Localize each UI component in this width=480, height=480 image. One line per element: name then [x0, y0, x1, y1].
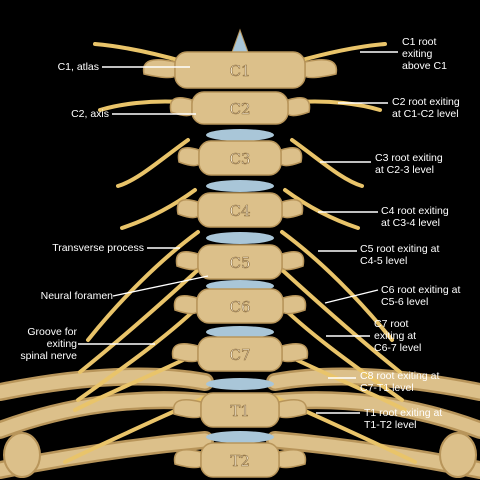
nerve-left-4 [86, 230, 200, 342]
disc-3 [206, 232, 274, 244]
disc-1 [206, 129, 274, 141]
vertebra-c3: C3 [177, 140, 303, 176]
vertebra-label-c2: C2 [229, 100, 250, 118]
vertebra-t1: T1 [172, 392, 308, 428]
label-c6-root: C6 root exiting at C5-6 level [381, 284, 461, 308]
vertebra-label-c3: C3 [229, 150, 250, 168]
label-t1-root: T1 root exiting at T1-T2 level [364, 407, 443, 431]
vertebra-label-c5: C5 [229, 254, 250, 272]
nerve-right-0 [293, 42, 387, 64]
nerve-left-3 [120, 188, 197, 230]
vertebra-c5: C5 [175, 244, 305, 280]
vertebra-t2: T2 [173, 442, 307, 478]
nerve-right-2 [290, 138, 364, 188]
nerve-right-4 [280, 230, 394, 342]
nerve-left-5 [78, 266, 202, 374]
label-groove-spinal-nerve: Groove for exiting spinal nerve [20, 326, 77, 362]
nerve-left-1 [98, 99, 184, 112]
dens [231, 28, 249, 53]
vertebra-label-t1: T1 [230, 402, 250, 420]
vertebra-label-c4: C4 [229, 202, 250, 220]
label-transverse-process: Transverse process [52, 242, 144, 254]
vertebra-c6: C6 [173, 288, 307, 324]
disc-7 [206, 431, 274, 443]
disc-2 [206, 180, 274, 192]
label-c2-axis: C2, axis [71, 108, 109, 120]
leader-line-3 [112, 275, 209, 297]
vertebra-label-t2: T2 [230, 452, 250, 470]
label-c8-root: C8 root exiting at C7-T1 level [360, 370, 440, 394]
nerve-right-3 [283, 188, 360, 230]
label-c7-root: C7 root exiting at C6-7 level [374, 318, 422, 354]
label-neural-foramen: Neural foramen [40, 290, 113, 302]
clavicle-right [439, 432, 477, 478]
vertebra-c1: C1 [142, 51, 338, 89]
leader-lines [78, 51, 398, 414]
vertebra-c2: C2 [169, 91, 311, 125]
leader-line-10 [324, 289, 379, 304]
nerve-left-2 [116, 138, 190, 188]
label-c3-root: C3 root exiting at C2-3 level [375, 152, 443, 176]
nerve-right-5 [278, 266, 402, 374]
vertebra-c7: C7 [171, 336, 309, 372]
nerve-left-0 [93, 42, 187, 64]
label-c5-root: C5 root exiting at C4-5 level [360, 243, 440, 267]
label-c2-root: C2 root exiting at C1-C2 level [392, 96, 460, 120]
vertebra-label-c7: C7 [229, 346, 250, 364]
vertebra-label-c1: C1 [229, 62, 250, 80]
label-c1-root: C1 root exiting above C1 [402, 36, 447, 72]
vertebra-c4: C4 [176, 192, 304, 228]
disc-6 [206, 378, 274, 390]
disc-5 [206, 326, 274, 338]
label-c1-atlas: C1, atlas [57, 61, 99, 73]
label-c4-root: C4 root exiting at C3-4 level [381, 205, 449, 229]
clavicle-left [3, 432, 41, 478]
vertebra-label-c6: C6 [229, 298, 250, 316]
